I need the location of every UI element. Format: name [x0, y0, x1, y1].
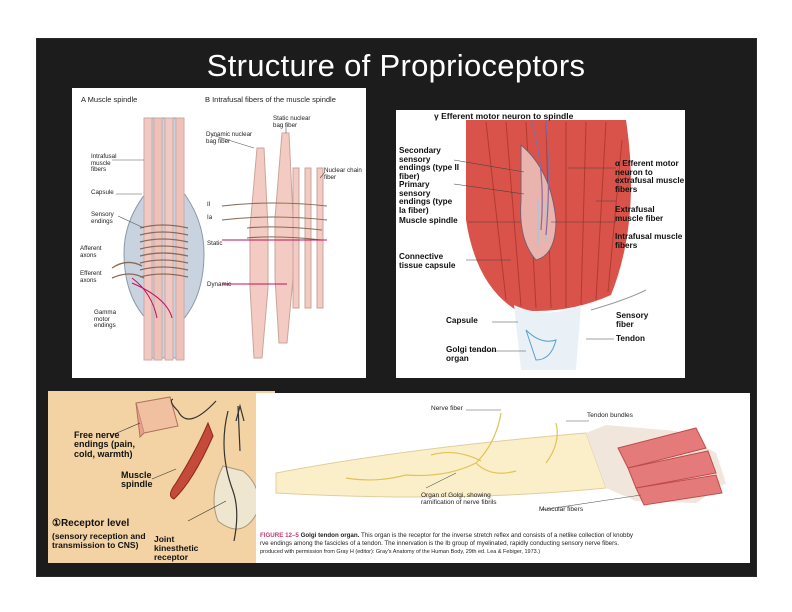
golgi-tendon-figure: Nerve fiber Tendon bundles Organ of Golg…: [256, 393, 750, 563]
figure-caption: FIGURE 12–5 Golgi tendon organ. This org…: [260, 532, 746, 556]
label-dynamic-bag: Dynamic nuclear bag fiber: [206, 131, 253, 145]
caption-line-1: This organ is the receptor for the inver…: [359, 532, 634, 539]
label-primary: Primary sensory endings (type Ia fiber): [399, 180, 453, 215]
label-chain: Nuclear chain fiber: [324, 167, 362, 181]
label-connective: Connective tissue capsule: [399, 252, 456, 270]
label-intrafusal: Intrafusal muscle fibers: [615, 232, 683, 250]
label-efferent: Efferent axons: [80, 270, 102, 284]
label-static: Static: [207, 240, 223, 247]
muscle-spindle-illustration: [111, 117, 328, 361]
label-tendon-bundles: Tendon bundles: [587, 412, 633, 419]
label-muscular: Muscular fibers: [539, 506, 584, 513]
figure-number: FIGURE 12–5: [260, 532, 299, 539]
label-static-bag: Static nuclear bag fiber: [273, 115, 311, 129]
label-alpha: α Efferent motor neuron to extrafusal mu…: [615, 159, 685, 194]
heading-b: B Intrafusal fibers of the muscle spindl…: [205, 95, 336, 104]
slide-title: Structure of Proprioceptors: [206, 48, 586, 83]
label-afferent: Afferent axons: [80, 245, 102, 259]
caption-line-3: produced with permission from Gray H (ed…: [260, 549, 541, 556]
label-capsule: Capsule: [91, 189, 114, 196]
label-tendon: Tendon: [616, 334, 645, 343]
label-receptor-desc: (sensory reception and transmission to C…: [52, 531, 146, 550]
caption-bold: Golgi tendon organ.: [300, 532, 360, 539]
label-secondary: Secondary sensory endings (type II fiber…: [399, 146, 460, 181]
label-dynamic: Dynamic: [207, 281, 232, 288]
label-sensory-fiber: Sensory fiber: [616, 311, 649, 329]
label-gamma: Gamma motor endings: [94, 309, 117, 329]
label-organ-golgi: Organ of Golgi, showing ramification of …: [421, 492, 497, 506]
caption-line-2: rve endings among the fascicles of a ten…: [260, 540, 619, 548]
receptor-level-figure: Free nerve endings (pain, cold, warmth) …: [48, 391, 275, 563]
receptor-illustration: [109, 396, 260, 542]
label-ii: II: [207, 201, 211, 208]
heading-a: A Muscle spindle: [81, 95, 138, 104]
golgi-illustration: [275, 409, 726, 511]
label-capsule: Capsule: [446, 316, 478, 325]
label-gamma-efferent: γ Efferent motor neuron to spindle: [434, 111, 574, 121]
label-receptor-level: ①Receptor level: [52, 518, 130, 529]
label-nerve-fiber: Nerve fiber: [431, 405, 463, 412]
muscle-spindle-figure: A Muscle spindle B Intrafusal fibers of …: [72, 88, 366, 378]
label-sensory-endings: Sensory endings: [91, 211, 114, 225]
label-free-nerve: Free nerve endings (pain, cold, warmth): [74, 430, 136, 459]
muscle-tendon-illustration: [453, 119, 647, 370]
proprioceptor-figure: γ Efferent motor neuron to spindle Secon…: [396, 110, 685, 378]
label-extrafusal: Extrafusal muscle fiber: [615, 205, 664, 223]
label-muscle-spindle: Muscle spindle: [399, 216, 458, 225]
label-muscle-spindle: Muscle spindle: [121, 470, 153, 490]
label-joint: Joint kinesthetic receptor: [154, 534, 199, 562]
label-ia: Ia: [207, 214, 213, 221]
label-golgi: Golgi tendon organ: [446, 345, 497, 363]
label-intrafusal: Intrafusal muscle fibers: [91, 153, 117, 173]
